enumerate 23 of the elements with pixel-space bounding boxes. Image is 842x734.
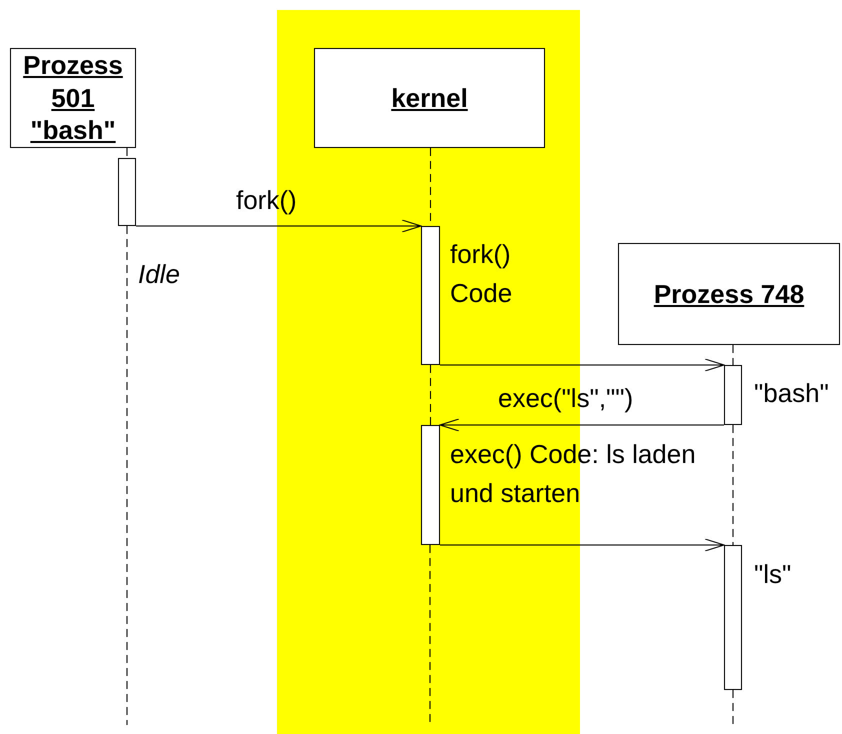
lifeline <box>732 424 734 546</box>
activation-bar <box>118 158 136 226</box>
participant-name: Prozess 748 <box>652 278 806 310</box>
activation-note: Idle <box>138 258 181 291</box>
activation-bar <box>421 425 440 545</box>
lifeline <box>430 364 431 426</box>
participant-name: kernel <box>390 82 469 114</box>
message-arrow <box>440 538 724 552</box>
participant-box <box>618 243 840 345</box>
participant-box <box>10 48 136 148</box>
lifeline <box>126 148 128 158</box>
lifeline <box>732 344 734 366</box>
activation-bar <box>724 365 742 425</box>
activation-note: "bash" <box>754 377 830 410</box>
message-arrow <box>136 220 422 232</box>
activation-bar <box>421 226 440 365</box>
activation-bar <box>724 545 742 690</box>
participant-name: Prozess 501 "bash" <box>22 49 124 147</box>
message-arrow <box>440 358 724 372</box>
activation-note: fork() Code <box>450 238 514 310</box>
message-arrow <box>440 418 724 432</box>
activation-note: "ls" <box>754 558 792 591</box>
participant-box <box>314 48 545 148</box>
